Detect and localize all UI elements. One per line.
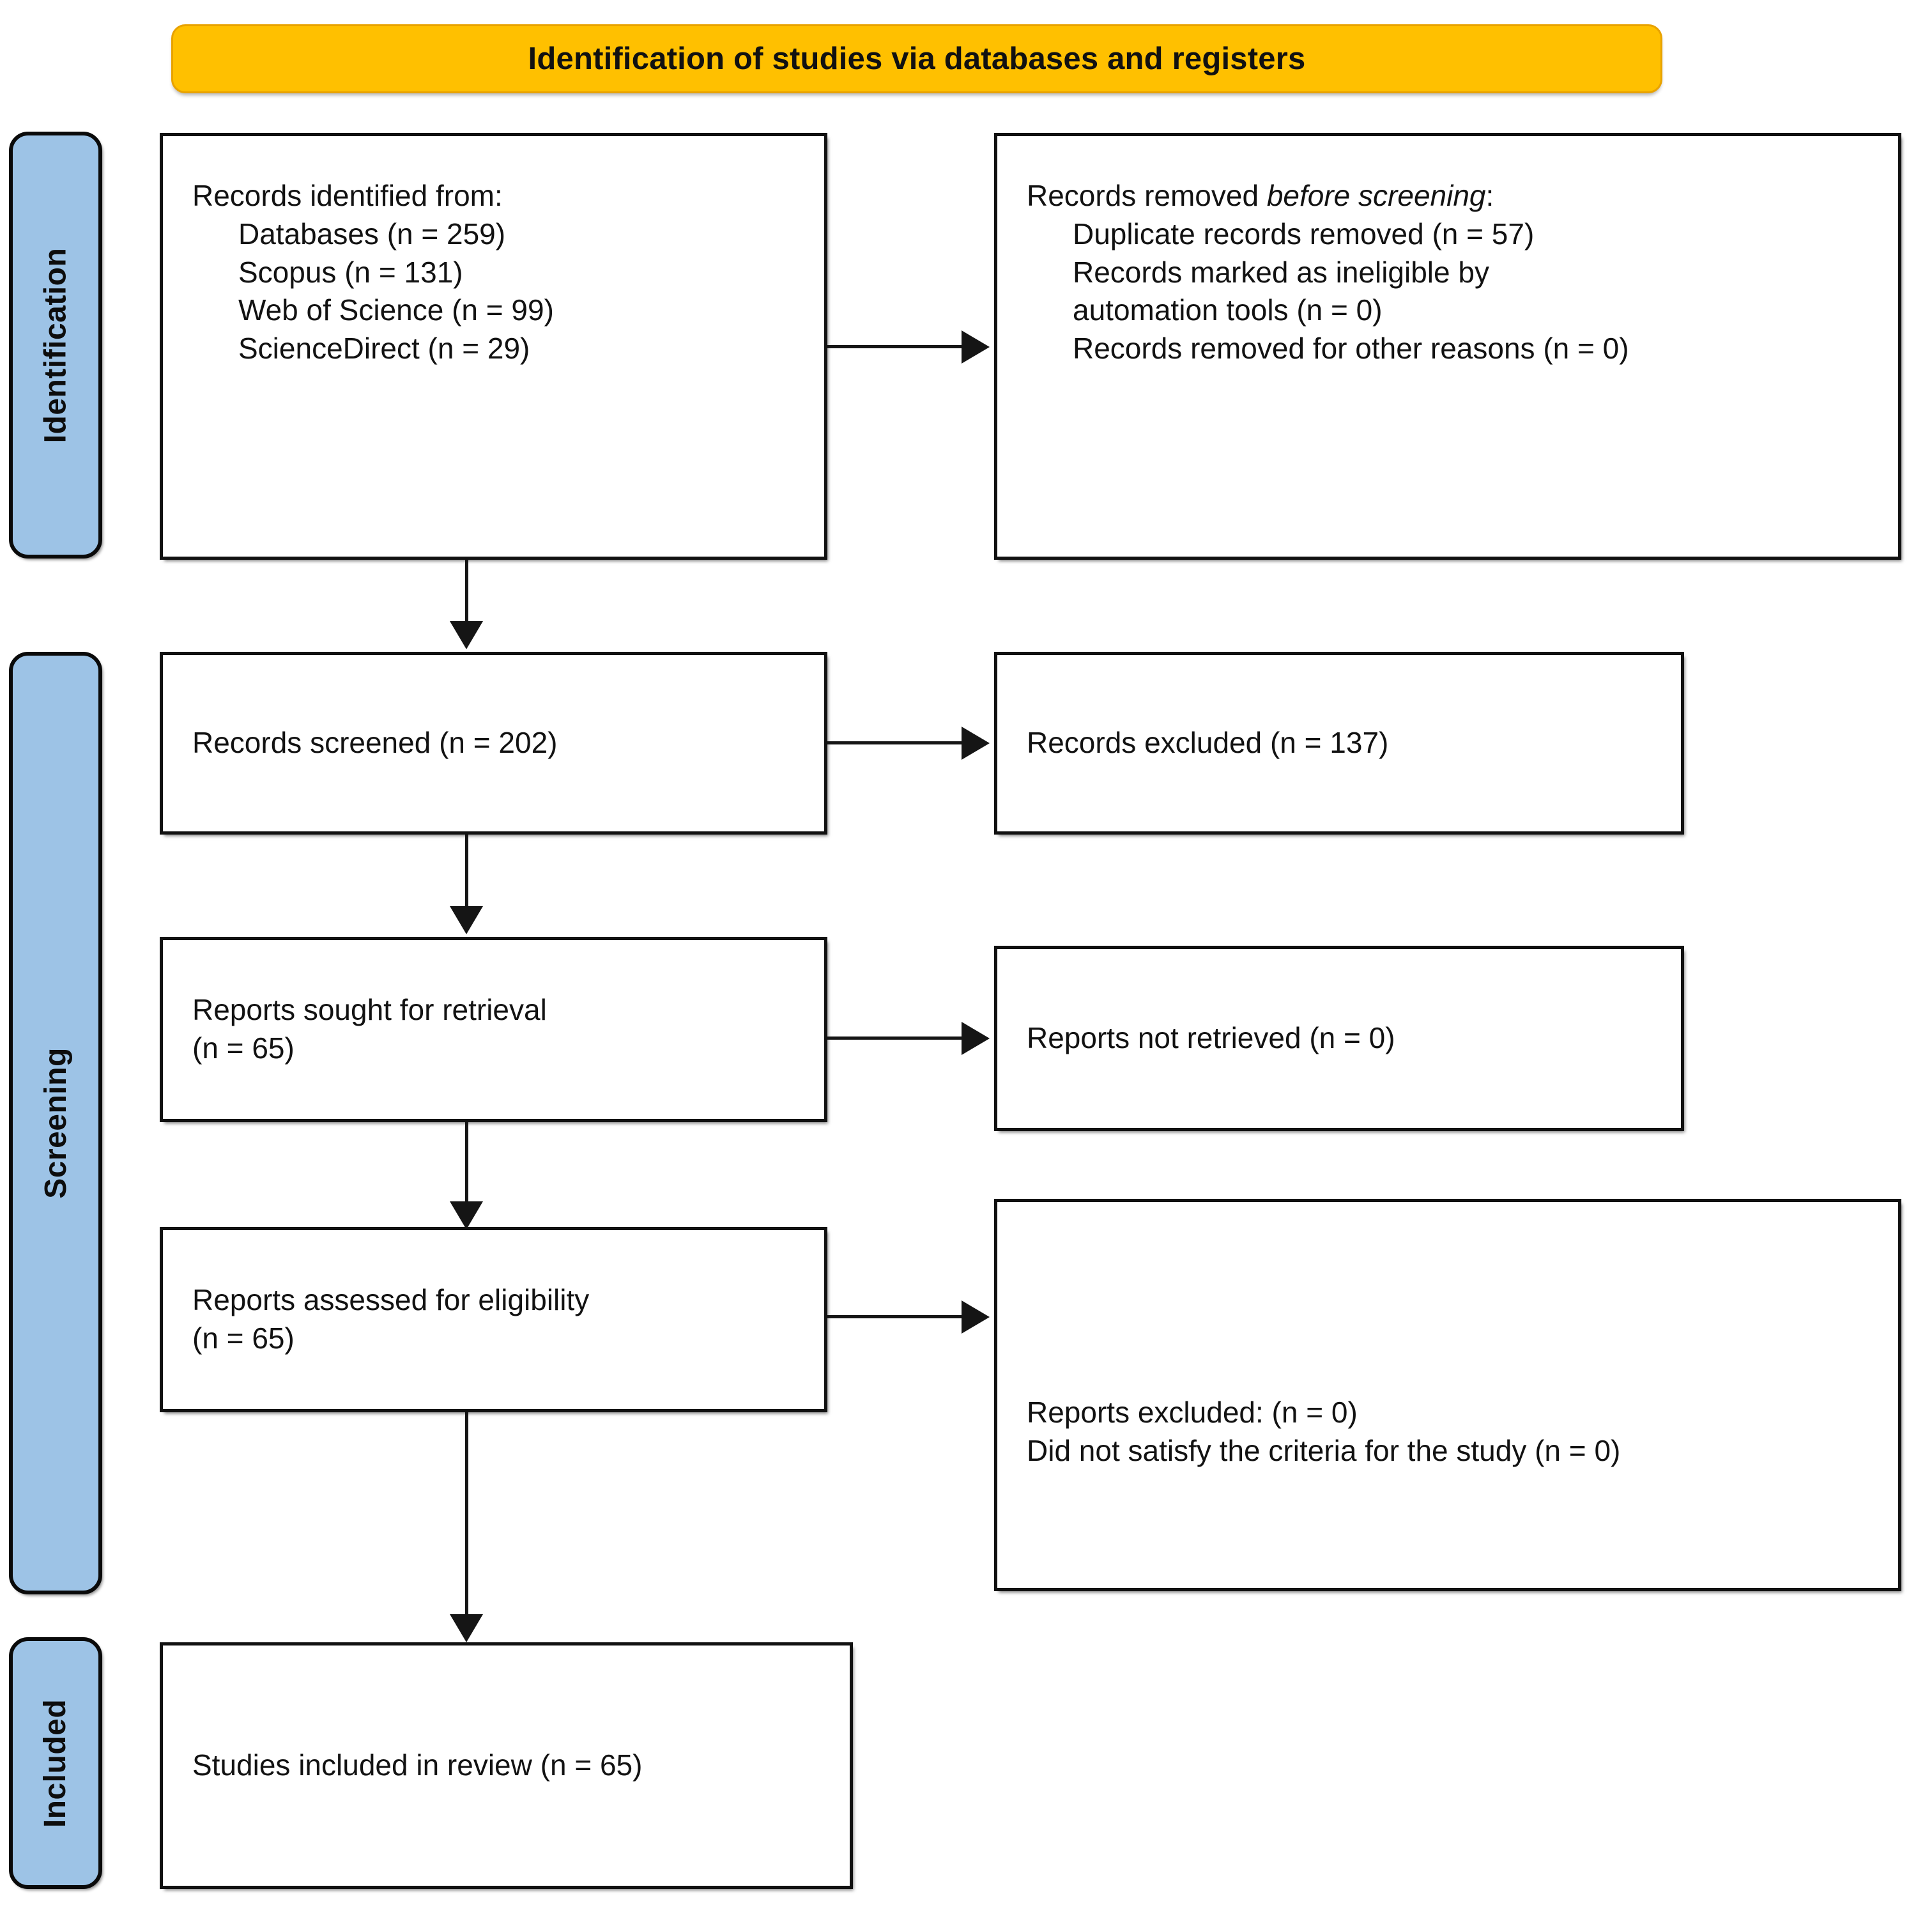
- connector-assessed-to-included-line: [465, 1412, 468, 1617]
- box-reports-sought: Reports sought for retrieval (n = 65): [160, 937, 827, 1122]
- reports-excluded-line-0: Reports excluded: (n = 0): [1027, 1396, 1358, 1429]
- box-reports-not-retrieved: Reports not retrieved (n = 0): [994, 946, 1684, 1131]
- box-studies-included: Studies included in review (n = 65): [160, 1642, 853, 1889]
- stage-tab-identification-label: Identification: [38, 247, 73, 443]
- box-records-excluded: Records excluded (n = 137): [994, 652, 1684, 835]
- stage-tab-included[interactable]: Included: [9, 1637, 102, 1889]
- reports-assessed-line-0: Reports assessed for eligibility: [192, 1283, 590, 1317]
- reports-assessed-line-1: (n = 65): [192, 1322, 295, 1355]
- records-identified-line-0: Records identified from:: [192, 179, 503, 212]
- box-records-removed-before-screening: Records removed before screening: Duplic…: [994, 133, 1901, 560]
- box-reports-excluded: Reports excluded: (n = 0) Did not satisf…: [994, 1199, 1901, 1591]
- records-removed-heading-colon: :: [1485, 179, 1494, 212]
- records-screened-line-0: Records screened (n = 202): [192, 726, 558, 760]
- records-removed-line-0: Duplicate records removed (n = 57): [1073, 217, 1535, 250]
- connector-identified-to-removed-arrowhead: [962, 330, 990, 364]
- records-identified-line-1: Databases (n = 259): [238, 217, 506, 250]
- stage-tab-screening-label: Screening: [38, 1047, 73, 1199]
- connector-identified-to-removed-line: [827, 345, 965, 348]
- records-removed-heading-italic: before screening: [1266, 179, 1486, 212]
- connector-identified-to-screened-line: [465, 560, 468, 624]
- stage-tab-identification[interactable]: Identification: [9, 132, 102, 559]
- diagram-header-banner: Identification of studies via databases …: [171, 24, 1662, 93]
- reports-excluded-line-1: Did not satisfy the criteria for the stu…: [1027, 1433, 1621, 1467]
- connector-assessed-to-excluded-line: [827, 1315, 965, 1318]
- box-records-identified: Records identified from: Databases (n = …: [160, 133, 827, 560]
- box-records-screened: Records screened (n = 202): [160, 652, 827, 835]
- reports-sought-line-1: (n = 65): [192, 1031, 295, 1065]
- records-excluded-line-0: Records excluded (n = 137): [1027, 726, 1389, 760]
- connector-screened-to-sought-arrowhead: [450, 906, 483, 934]
- records-identified-line-4: ScienceDirect (n = 29): [238, 332, 530, 366]
- records-identified-line-2: Scopus (n = 131): [238, 255, 463, 289]
- connector-screened-to-sought-line: [465, 835, 468, 909]
- connector-assessed-to-excluded-arrowhead: [962, 1300, 990, 1334]
- connector-screened-to-excluded-line: [827, 741, 965, 744]
- records-removed-heading: Records removed before screening:: [997, 177, 1898, 215]
- box-reports-assessed: Reports assessed for eligibility (n = 65…: [160, 1227, 827, 1412]
- stage-tab-screening[interactable]: Screening: [9, 652, 102, 1594]
- reports-sought-line-0: Reports sought for retrieval: [192, 993, 547, 1027]
- records-removed-line-3: Records removed for other reasons (n = 0…: [1073, 332, 1629, 366]
- records-identified-line-3: Web of Science (n = 99): [238, 293, 554, 327]
- connector-sought-to-assessed-arrowhead: [450, 1201, 483, 1229]
- banner-title: Identification of studies via databases …: [528, 42, 1306, 76]
- records-removed-line-2: automation tools (n = 0): [1073, 293, 1383, 327]
- connector-sought-to-notretrieved-line: [827, 1037, 965, 1040]
- records-removed-heading-plain: Records removed: [1027, 179, 1267, 212]
- reports-not-retrieved-line-0: Reports not retrieved (n = 0): [1027, 1021, 1395, 1055]
- connector-sought-to-assessed-line: [465, 1122, 468, 1204]
- stage-tab-included-label: Included: [38, 1699, 73, 1828]
- connector-assessed-to-included-arrowhead: [450, 1614, 483, 1642]
- records-removed-line-1: Records marked as ineligible by: [1073, 255, 1489, 289]
- connector-sought-to-notretrieved-arrowhead: [962, 1022, 990, 1055]
- connector-screened-to-excluded-arrowhead: [962, 727, 990, 760]
- studies-included-line-0: Studies included in review (n = 65): [192, 1748, 643, 1782]
- connector-identified-to-screened-arrowhead: [450, 621, 483, 649]
